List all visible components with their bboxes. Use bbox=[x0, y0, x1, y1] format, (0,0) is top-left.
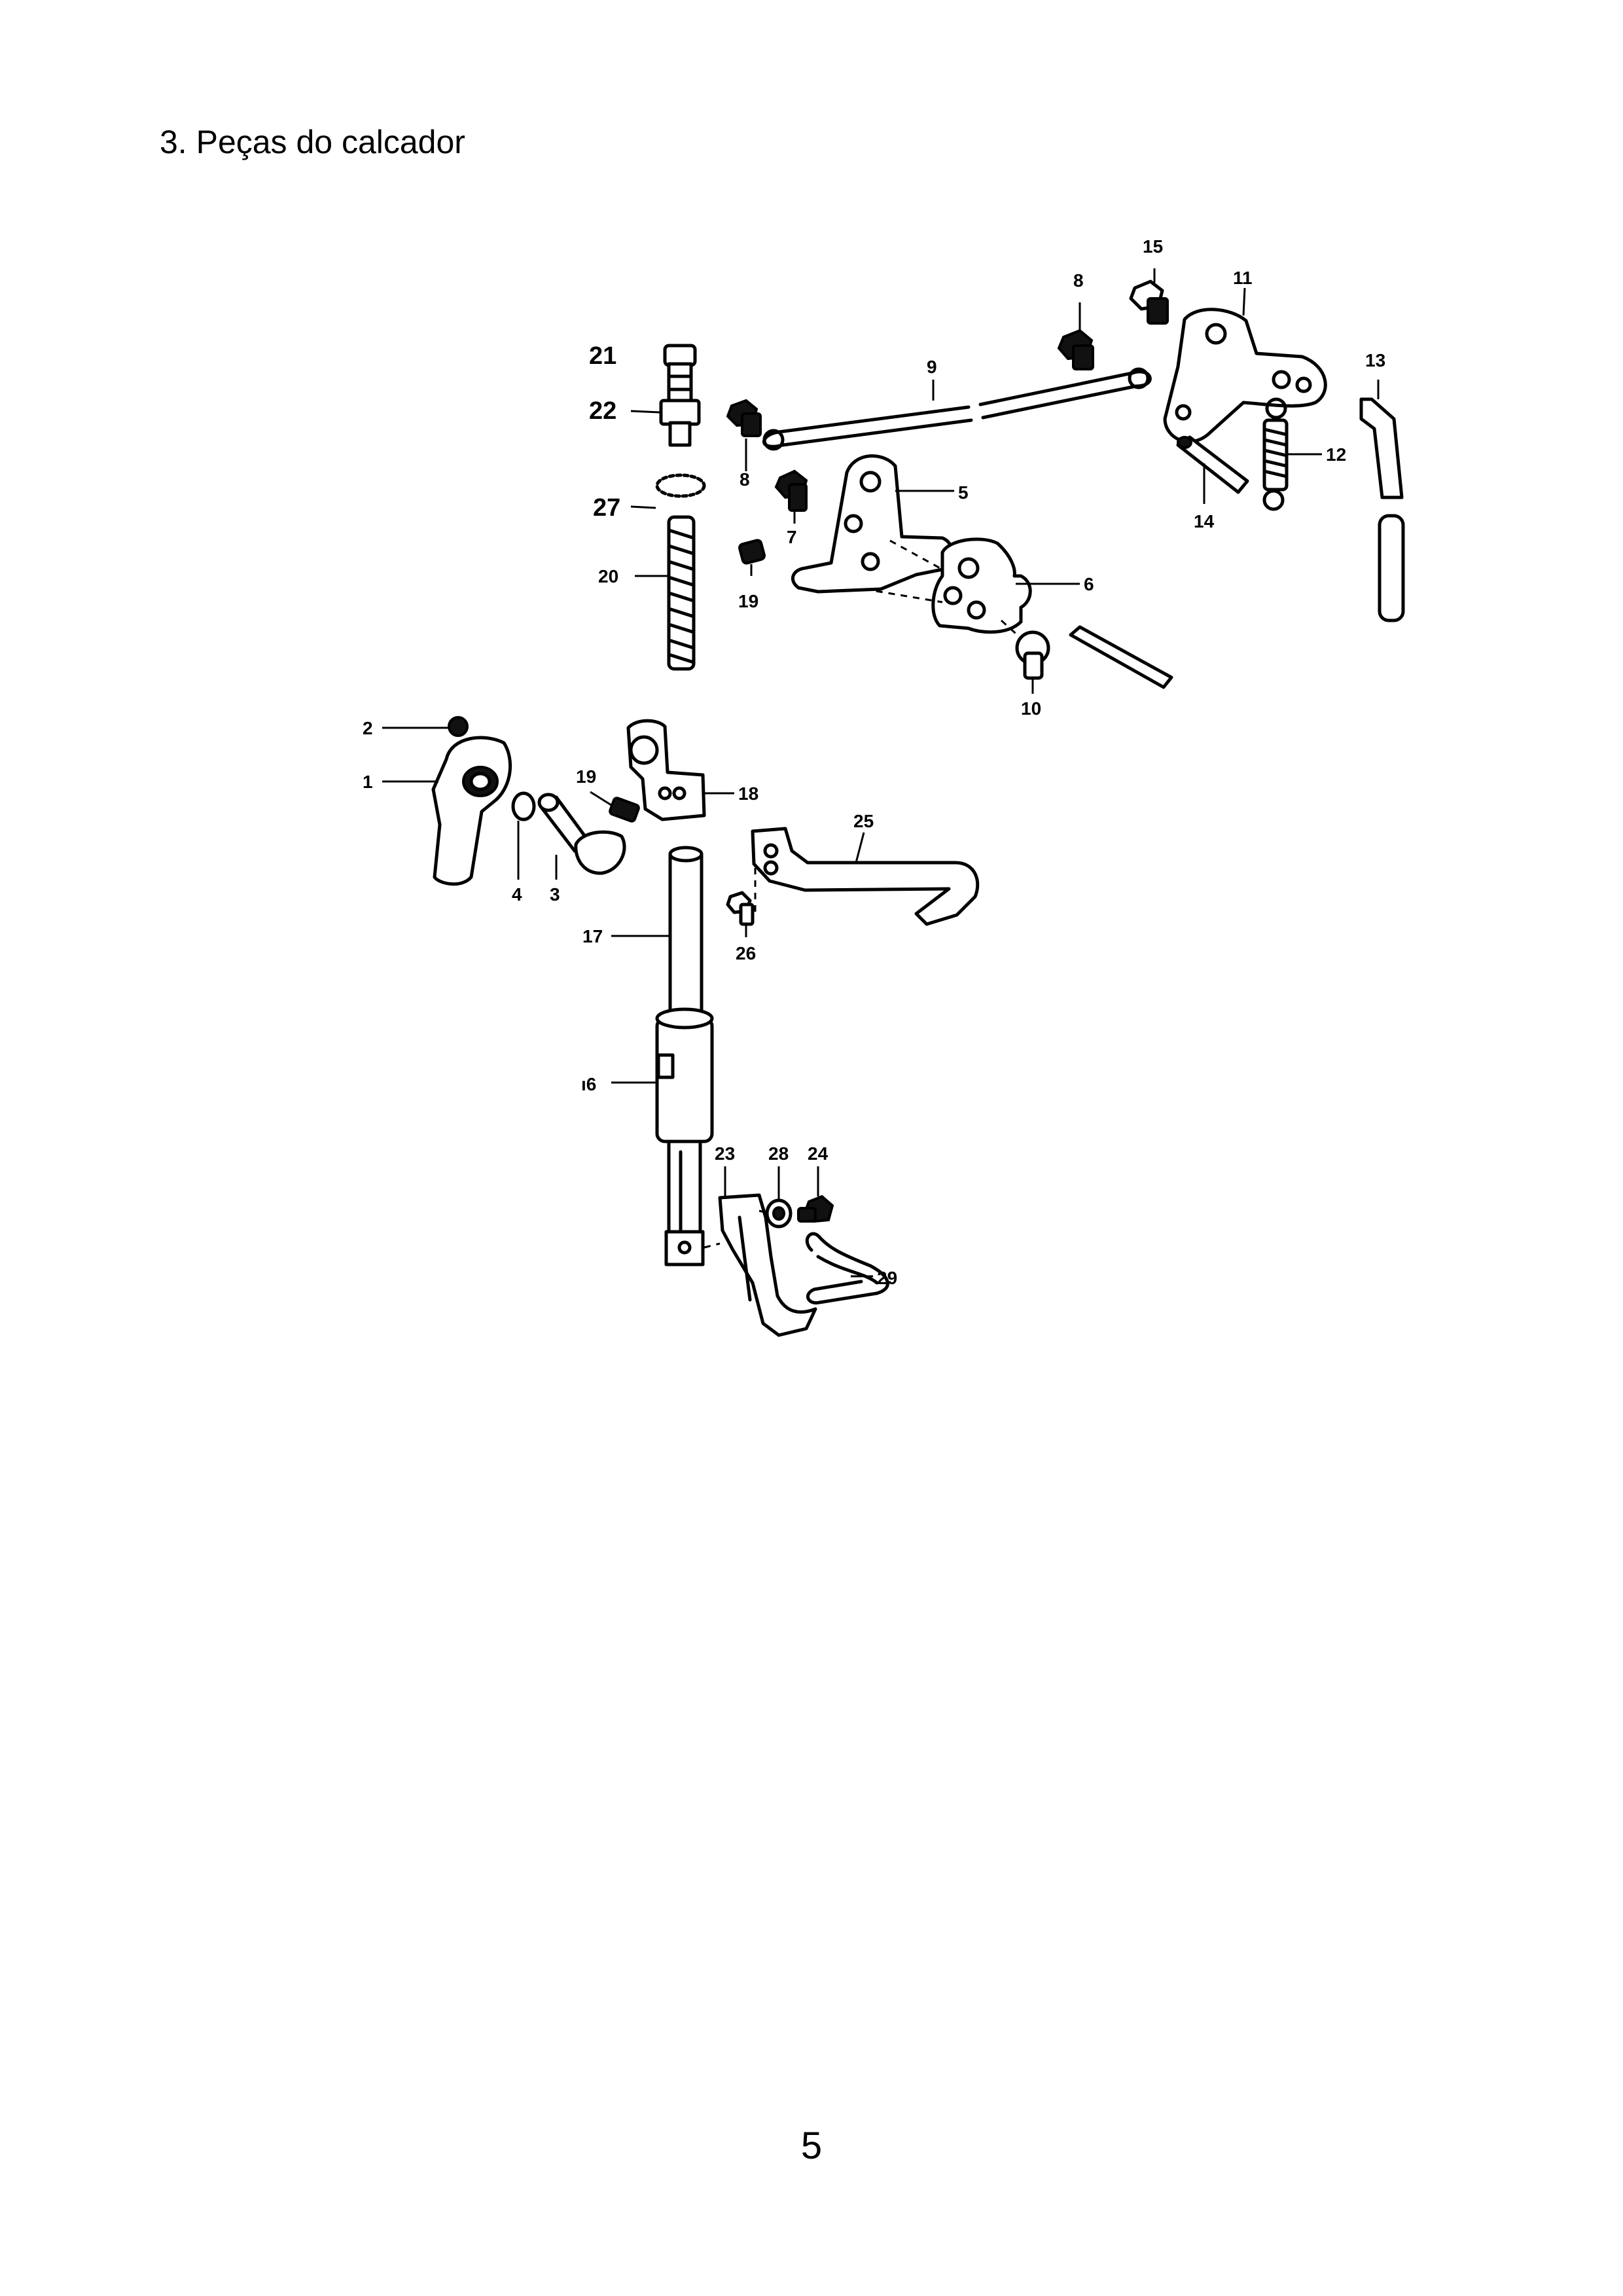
part-19-set-screw-upper bbox=[738, 539, 766, 565]
label-11: 11 bbox=[1233, 268, 1253, 288]
part-11-lever-plate bbox=[1163, 308, 1327, 444]
page-number: 5 bbox=[800, 2125, 823, 2167]
label-18: 18 bbox=[738, 783, 758, 804]
label-13: 13 bbox=[1365, 350, 1385, 370]
label-29: 29 bbox=[877, 1268, 897, 1288]
part-29-wire-guard bbox=[805, 1232, 889, 1305]
part-14-pin bbox=[1176, 435, 1249, 494]
part-24-screw bbox=[797, 1194, 834, 1223]
part-17-presser-bar bbox=[668, 846, 704, 1026]
part-27-ring bbox=[655, 473, 706, 498]
part-3-shaft bbox=[537, 793, 626, 875]
part-26-screw bbox=[726, 891, 755, 926]
label-27: 27 bbox=[593, 494, 620, 522]
label-25: 25 bbox=[853, 811, 874, 831]
part-15-screw bbox=[1129, 279, 1169, 325]
label-24: 24 bbox=[808, 1143, 829, 1164]
label-17: 17 bbox=[582, 926, 603, 946]
label-2: 2 bbox=[363, 718, 373, 738]
label-15: 15 bbox=[1143, 236, 1163, 257]
label-8-left: 8 bbox=[740, 469, 750, 490]
label-12: 12 bbox=[1326, 444, 1346, 465]
page-title: 3. Peças do calcador bbox=[160, 124, 465, 160]
label-21: 21 bbox=[589, 342, 616, 370]
label-10: 10 bbox=[1021, 698, 1041, 719]
label-16: ı6 bbox=[581, 1074, 596, 1094]
label-4: 4 bbox=[512, 884, 522, 905]
part-25-guide bbox=[751, 827, 980, 926]
part-9-rod bbox=[762, 367, 1152, 451]
part-23-presser-foot bbox=[704, 1193, 817, 1337]
part-7-screw bbox=[774, 469, 808, 512]
part-2-set-screw bbox=[448, 716, 469, 737]
label-23: 23 bbox=[715, 1143, 735, 1164]
part-16-bushing bbox=[655, 1007, 714, 1266]
part-19-set-screw-lower bbox=[609, 797, 640, 823]
label-20: 20 bbox=[598, 566, 618, 586]
part-5-bracket bbox=[791, 454, 955, 594]
label-22: 22 bbox=[589, 397, 616, 425]
label-8-upper: 8 bbox=[1073, 270, 1084, 291]
leader-lines bbox=[382, 268, 1380, 1278]
label-7: 7 bbox=[787, 527, 797, 547]
part-8-screw-upper bbox=[1057, 329, 1094, 370]
part-18-bracket bbox=[626, 719, 706, 821]
label-26: 26 bbox=[736, 943, 756, 963]
part-21-22-adjusting-screw bbox=[659, 344, 701, 447]
pin-near-10 bbox=[1069, 625, 1173, 689]
label-19-upper: 19 bbox=[738, 591, 758, 611]
part-12-spring bbox=[1262, 397, 1289, 511]
label-5: 5 bbox=[958, 482, 969, 503]
part-10-screw bbox=[1000, 619, 1050, 680]
part-28-washer bbox=[765, 1198, 793, 1229]
part-4-ring bbox=[511, 791, 536, 821]
label-14: 14 bbox=[1194, 511, 1215, 531]
label-3: 3 bbox=[550, 884, 560, 905]
label-1: 1 bbox=[363, 772, 373, 792]
part-8-screw-left bbox=[726, 399, 762, 437]
label-19-lower: 19 bbox=[576, 766, 596, 787]
label-28: 28 bbox=[768, 1143, 789, 1164]
part-1-lifting-lever bbox=[431, 736, 512, 886]
part-6-plate bbox=[863, 537, 1032, 634]
label-6: 6 bbox=[1084, 574, 1094, 594]
label-9: 9 bbox=[927, 357, 937, 377]
part-20-spring bbox=[667, 515, 696, 671]
part-13-bent-rod bbox=[1359, 397, 1405, 622]
